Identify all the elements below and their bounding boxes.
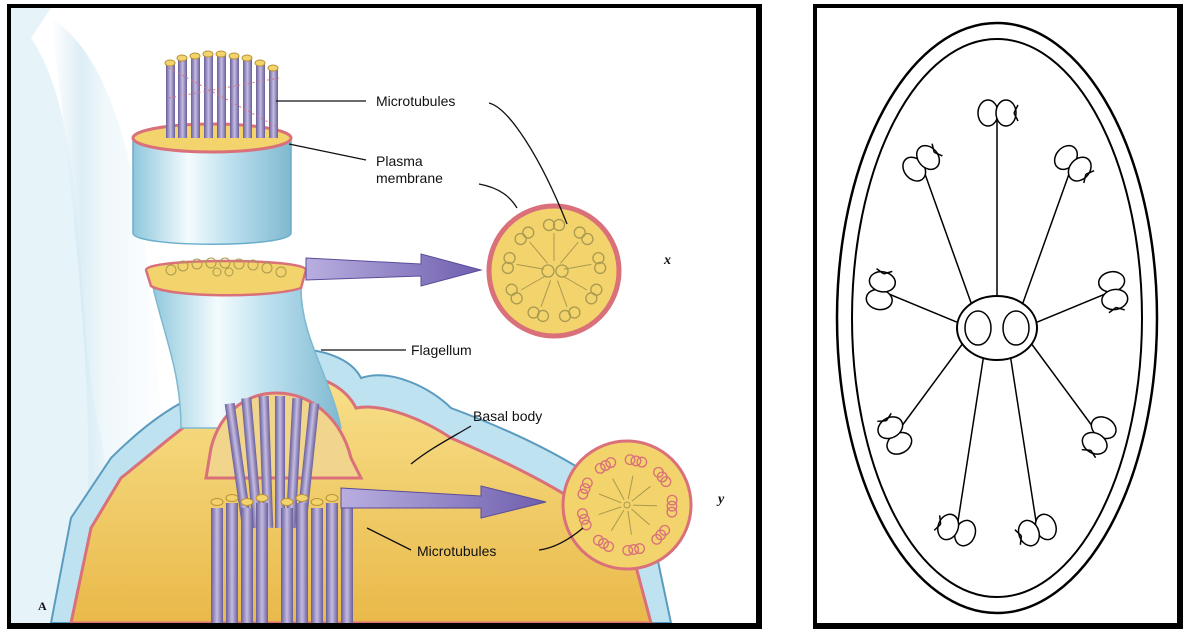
schematic-spoke — [1011, 358, 1038, 530]
flagellum-lower-sleeve — [146, 261, 306, 295]
central-microtubule-left — [965, 311, 991, 345]
label-section-y: y — [716, 492, 725, 507]
cross-section-x — [489, 206, 619, 336]
label-panel-letter: A — [38, 599, 47, 613]
section-y-spoke — [633, 505, 657, 506]
schematic-doublet — [1097, 270, 1129, 313]
central-microtubule-right — [1003, 311, 1029, 345]
label-section-x: x — [663, 253, 671, 268]
flagellum-illustration: Microtubules Plasma membrane Flagellum B… — [11, 8, 756, 623]
schematic-doublet — [978, 100, 1018, 126]
axoneme-schematic-panel — [813, 4, 1183, 629]
doublet-tubule-a — [978, 100, 998, 126]
schematic-spoke — [1032, 344, 1100, 436]
label-plasma-membrane-line1: Plasma — [376, 153, 423, 169]
schematic-doublet — [934, 511, 979, 548]
dynein-arm-inner — [1082, 450, 1091, 451]
cross-section-y — [563, 441, 691, 569]
label-basal-body: Basal body — [473, 408, 542, 424]
schematic-spoke — [895, 344, 963, 436]
schematic-doublet — [1050, 141, 1096, 185]
dynein-arm-outer — [877, 421, 886, 422]
schematic-spoke — [1023, 163, 1073, 303]
schematic-spoke — [1036, 291, 1113, 323]
arrow-to-section-x — [306, 254, 481, 286]
schematic-doublet — [1078, 413, 1120, 459]
axoneme-schematic — [817, 8, 1177, 623]
flagellum-illustration-panel: Microtubules Plasma membrane Flagellum B… — [7, 4, 762, 629]
schematic-spoke — [957, 358, 984, 530]
top-microtubule-bundle — [165, 51, 279, 138]
schematic-spoke — [881, 291, 958, 323]
schematic-doublet — [898, 141, 944, 185]
schematic-doublet — [874, 413, 916, 459]
schematic-doublet — [865, 269, 897, 312]
label-microtubules-top: Microtubules — [376, 93, 455, 109]
dynein-arm-outer — [1020, 536, 1021, 545]
label-plasma-membrane-line2: membrane — [376, 170, 443, 186]
dynein-arm-inner — [940, 515, 941, 524]
doublet-tubule-b — [996, 100, 1016, 126]
label-microtubules-bottom: Microtubules — [417, 543, 496, 559]
schematic-doublet — [1015, 511, 1060, 548]
label-flagellum: Flagellum — [411, 342, 472, 358]
schematic-spoke — [921, 163, 971, 303]
